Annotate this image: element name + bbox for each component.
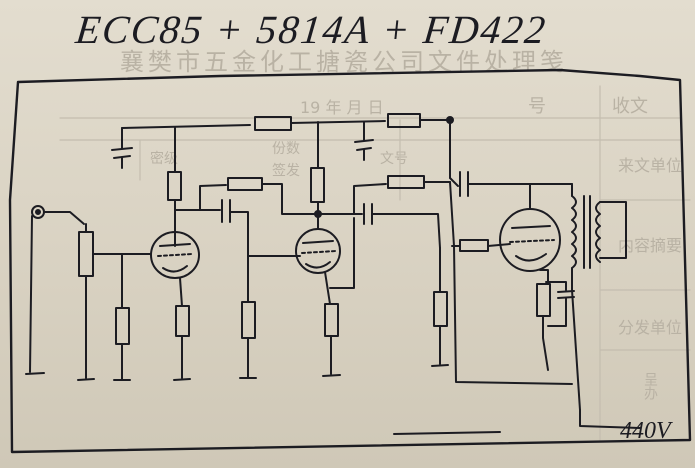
form-remark: 呈办: [642, 372, 658, 400]
tube-v2: [295, 227, 341, 274]
form-content: 内容摘要: [618, 236, 683, 255]
plate-resistor-2: [310, 121, 325, 229]
tube-fd422: [499, 183, 561, 283]
output-transformer: [571, 183, 627, 411]
grid-resistor-3: [431, 247, 449, 367]
border: [8, 68, 692, 454]
form-received-label: 收文: [612, 96, 648, 117]
output-cathode-resistor: [536, 281, 575, 371]
form-distribution: 分发单位: [618, 318, 683, 337]
filter-capacitor-1: [111, 147, 133, 169]
form-copies: 份数: [272, 141, 300, 157]
tube-v1: [150, 231, 200, 279]
ground-marks: [393, 431, 501, 435]
grid-resistor-2: [239, 255, 301, 379]
form-source-unit: 来文单位: [618, 156, 683, 175]
form-sender: 签发: [272, 163, 300, 179]
form-date-label: 19 年 月 日: [300, 98, 384, 117]
feedback-resistor-2: [353, 175, 451, 215]
cathode-resistor-1: [173, 277, 191, 381]
feedback-resistor-1: [199, 177, 319, 215]
grid-resistor-1: [113, 253, 131, 381]
form-doc-no: 文号: [380, 151, 408, 167]
coupling-capacitor-2: [317, 203, 441, 249]
form-grid: [59, 85, 691, 441]
output-coupling-capacitor: [449, 171, 573, 197]
output-supply-line: [449, 181, 641, 429]
volume-potentiometer: [77, 223, 151, 381]
form-number-label: 号: [528, 96, 546, 117]
circuit-title: ECC85 + 5814A + FD422: [73, 7, 550, 52]
filter-capacitor-2: [354, 139, 374, 161]
input-jack: [25, 205, 85, 375]
plate-resistor-1: [167, 127, 182, 233]
form-grade: 密级: [150, 151, 178, 167]
coupling-capacitor-1: [174, 199, 249, 257]
cathode-resistor-2: [322, 217, 355, 377]
supply-voltage-label: 440V: [620, 418, 671, 444]
supply-rail: [121, 113, 454, 179]
